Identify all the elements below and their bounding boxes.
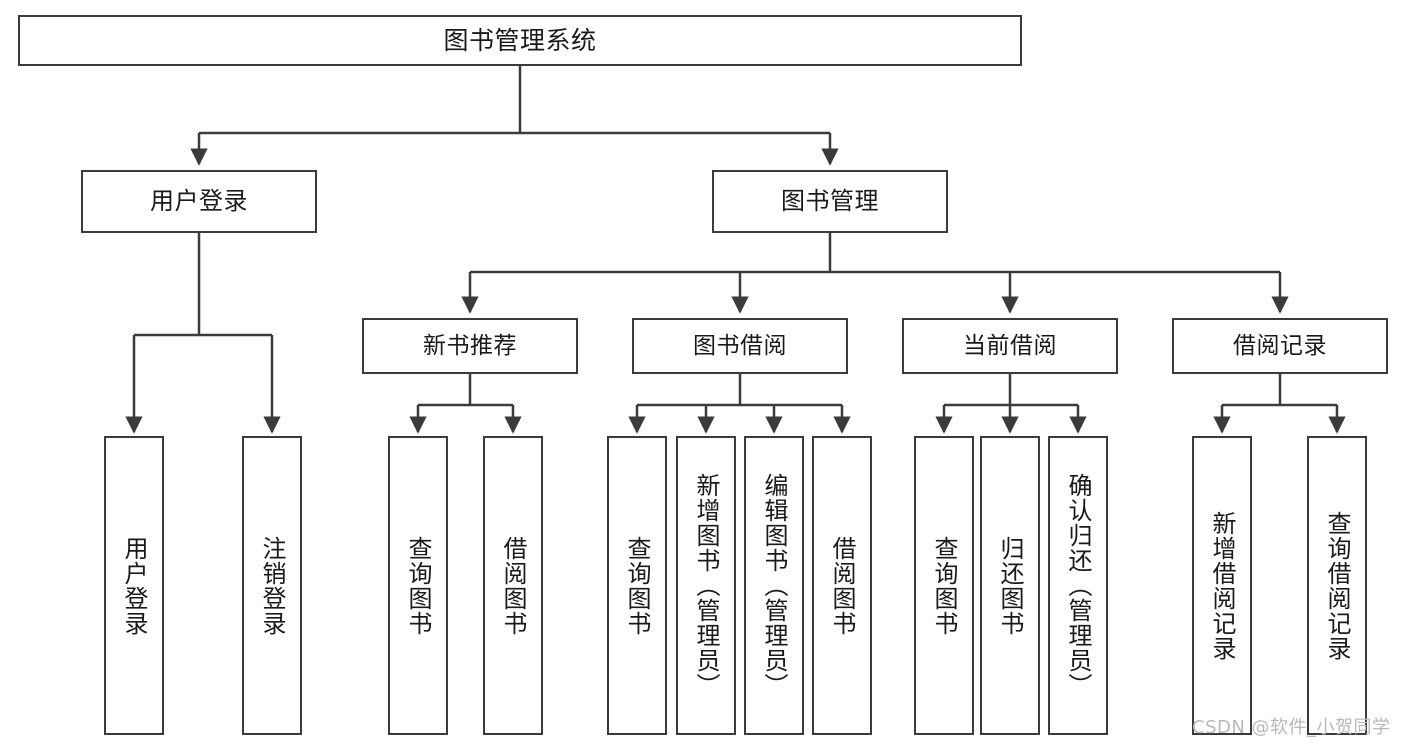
node-leaf-confirm-return-label: 确认归还（管理员）: [1064, 473, 1092, 698]
node-book-borrow-label: 图书借阅: [693, 332, 787, 359]
node-current-borrow-label: 当前借阅: [963, 332, 1057, 359]
node-leaf-query-book-1-label: 查询图书: [404, 535, 432, 636]
node-book-borrow[interactable]: 图书借阅: [632, 318, 848, 374]
node-leaf-edit-book[interactable]: 编辑图书（管理员）: [744, 436, 804, 735]
node-leaf-query-book-1[interactable]: 查询图书: [388, 436, 448, 735]
node-leaf-query-record[interactable]: 查询借阅记录: [1307, 436, 1367, 735]
node-leaf-query-book-2[interactable]: 查询图书: [607, 436, 667, 735]
node-current-borrow[interactable]: 当前借阅: [902, 318, 1118, 374]
node-leaf-query-book-3-label: 查询图书: [930, 535, 958, 636]
node-leaf-add-record[interactable]: 新增借阅记录: [1192, 436, 1252, 735]
node-leaf-borrow-book-1[interactable]: 借阅图书: [483, 436, 543, 735]
node-leaf-user-login-label: 用户登录: [120, 535, 148, 636]
node-leaf-query-book-3[interactable]: 查询图书: [914, 436, 974, 735]
node-borrow-record[interactable]: 借阅记录: [1172, 318, 1388, 374]
node-book-manage-label: 图书管理: [781, 186, 879, 215]
node-leaf-logout[interactable]: 注销登录: [242, 436, 302, 735]
node-leaf-return-book-label: 归还图书: [996, 535, 1024, 636]
node-leaf-query-record-label: 查询借阅记录: [1323, 510, 1351, 661]
node-user-login[interactable]: 用户登录: [81, 170, 317, 233]
node-leaf-borrow-book-1-label: 借阅图书: [499, 535, 527, 636]
node-leaf-borrow-book-2[interactable]: 借阅图书: [812, 436, 872, 735]
node-new-book-recommend[interactable]: 新书推荐: [362, 318, 578, 374]
node-leaf-return-book[interactable]: 归还图书: [980, 436, 1040, 735]
node-user-login-label: 用户登录: [150, 186, 248, 215]
node-leaf-add-book-label: 新增图书（管理员）: [692, 473, 720, 698]
node-leaf-query-book-2-label: 查询图书: [623, 535, 651, 636]
node-leaf-add-record-label: 新增借阅记录: [1208, 510, 1236, 661]
node-leaf-borrow-book-2-label: 借阅图书: [828, 535, 856, 636]
node-leaf-confirm-return[interactable]: 确认归还（管理员）: [1048, 436, 1108, 735]
node-leaf-user-login[interactable]: 用户登录: [104, 436, 164, 735]
node-leaf-logout-label: 注销登录: [258, 535, 286, 636]
watermark-text: CSDN @软件_小贺同学: [1192, 717, 1391, 738]
node-new-book-recommend-label: 新书推荐: [423, 332, 517, 359]
node-leaf-add-book[interactable]: 新增图书（管理员）: [676, 436, 736, 735]
node-book-manage[interactable]: 图书管理: [712, 170, 948, 233]
node-root-system[interactable]: 图书管理系统: [18, 15, 1022, 66]
node-leaf-edit-book-label: 编辑图书（管理员）: [760, 473, 788, 698]
node-root-label: 图书管理系统: [443, 26, 597, 55]
node-borrow-record-label: 借阅记录: [1233, 332, 1327, 359]
